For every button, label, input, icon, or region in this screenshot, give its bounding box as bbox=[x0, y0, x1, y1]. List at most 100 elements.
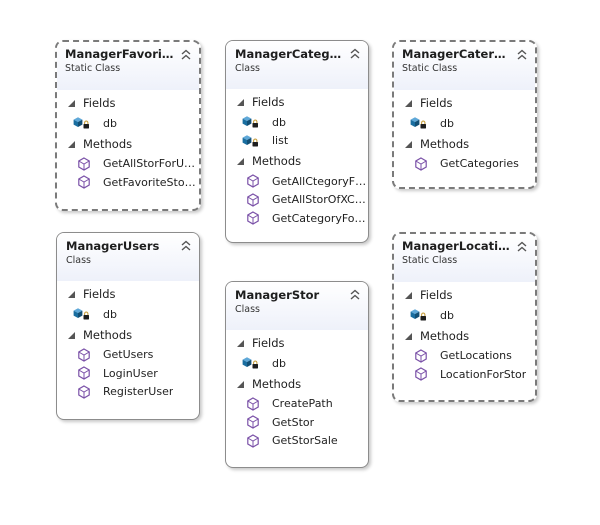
class-header[interactable]: ManagerFavorit… Static Class bbox=[57, 42, 199, 90]
expand-triangle-icon[interactable] bbox=[402, 331, 416, 341]
collapse-chevron-icon[interactable] bbox=[349, 287, 361, 301]
class-header[interactable]: ManagerLocatio…Static Class bbox=[394, 234, 535, 282]
collapse-chevron-icon[interactable] bbox=[180, 238, 192, 252]
method-name: GetCategoryFo… bbox=[272, 211, 366, 225]
class-stereotype: Static Class bbox=[402, 63, 458, 74]
method-name: CreatePath bbox=[272, 397, 333, 411]
method-cube-icon bbox=[77, 366, 91, 380]
private-field-icon bbox=[73, 307, 93, 321]
expand-triangle-icon[interactable] bbox=[402, 290, 416, 300]
class-stereotype: Class bbox=[235, 304, 260, 315]
methods-label: Methods bbox=[252, 376, 302, 391]
expand-triangle-icon[interactable] bbox=[65, 98, 79, 108]
method-name: GetStorSale bbox=[272, 434, 338, 448]
expand-triangle-icon[interactable] bbox=[234, 338, 248, 348]
field-name: list bbox=[272, 134, 289, 148]
expand-triangle-icon[interactable] bbox=[402, 98, 416, 108]
fields-section-header[interactable]: Fields bbox=[226, 91, 368, 113]
method-item[interactable]: GetUsers bbox=[57, 346, 199, 365]
method-item[interactable]: GetFavoriteStor… bbox=[57, 173, 199, 192]
class-name: ManagerUsers bbox=[66, 239, 160, 253]
method-cube-icon bbox=[246, 434, 260, 448]
methods-section-header[interactable]: Methods bbox=[394, 133, 535, 155]
method-item[interactable]: CreatePath bbox=[226, 395, 368, 414]
method-name: RegisterUser bbox=[103, 385, 174, 399]
methods-section-header[interactable]: Methods bbox=[57, 324, 199, 346]
collapse-chevron-icon[interactable] bbox=[180, 47, 192, 61]
method-cube-icon bbox=[246, 211, 260, 225]
fields-label: Fields bbox=[420, 96, 453, 110]
methods-section-header[interactable]: Methods bbox=[57, 133, 199, 155]
field-item[interactable]: db bbox=[394, 306, 535, 325]
methods-section-header[interactable]: Methods bbox=[226, 150, 368, 172]
class-stereotype: Static Class bbox=[65, 63, 121, 74]
expand-triangle-icon[interactable] bbox=[65, 330, 79, 340]
fields-section-header[interactable]: Fields bbox=[394, 92, 535, 114]
method-item[interactable]: GetLocations bbox=[394, 347, 535, 366]
field-item[interactable]: db bbox=[226, 354, 368, 373]
field-item[interactable]: db bbox=[57, 305, 199, 324]
method-item[interactable]: GetStorSale bbox=[226, 432, 368, 451]
method-name: GetAllStorOfXC… bbox=[272, 193, 366, 207]
collapse-chevron-icon[interactable] bbox=[349, 46, 361, 60]
methods-section-header[interactable]: Methods bbox=[394, 325, 535, 347]
field-name: db bbox=[440, 116, 454, 130]
fields-label: Fields bbox=[83, 96, 116, 110]
fields-section-header[interactable]: Fields bbox=[57, 283, 199, 305]
class-name: ManagerFavorit… bbox=[65, 47, 175, 61]
expand-triangle-icon[interactable] bbox=[234, 156, 248, 166]
class-header[interactable]: ManagerCatego…Class bbox=[226, 41, 368, 89]
expand-triangle-icon[interactable] bbox=[402, 139, 416, 149]
methods-label: Methods bbox=[83, 327, 133, 342]
class-name: ManagerStor bbox=[235, 288, 320, 302]
method-name: GetFavoriteStor… bbox=[103, 175, 199, 189]
method-item[interactable]: RegisterUser bbox=[57, 383, 199, 402]
fields-label: Fields bbox=[252, 95, 285, 109]
method-item[interactable]: LoginUser bbox=[57, 364, 199, 383]
method-item[interactable]: GetCategoryFo… bbox=[226, 209, 368, 228]
fields-section-header[interactable]: Fields bbox=[57, 92, 199, 114]
method-name: LocationForStor bbox=[440, 367, 527, 381]
method-item[interactable]: LocationForStor bbox=[394, 365, 535, 384]
method-item[interactable]: GetCategories bbox=[394, 155, 535, 174]
method-name: LoginUser bbox=[103, 366, 158, 380]
method-cube-icon bbox=[246, 193, 260, 207]
method-item[interactable]: GetAllCtegoryF… bbox=[226, 172, 368, 191]
method-item[interactable]: GetStor bbox=[226, 413, 368, 432]
method-cube-icon bbox=[77, 385, 91, 399]
private-field-icon bbox=[242, 115, 262, 129]
methods-section-header[interactable]: Methods bbox=[226, 373, 368, 395]
field-item[interactable]: db bbox=[394, 114, 535, 133]
expand-triangle-icon[interactable] bbox=[234, 97, 248, 107]
method-name: GetStor bbox=[272, 415, 315, 429]
class-name: ManagerCaterory bbox=[402, 47, 511, 61]
private-field-icon bbox=[73, 116, 93, 130]
collapse-chevron-icon[interactable] bbox=[516, 47, 528, 61]
expand-triangle-icon[interactable] bbox=[65, 139, 79, 149]
fields-section-header[interactable]: Fields bbox=[226, 332, 368, 354]
fields-section-header[interactable]: Fields bbox=[394, 284, 535, 306]
method-cube-icon bbox=[414, 157, 428, 171]
expand-triangle-icon[interactable] bbox=[65, 289, 79, 299]
private-field-icon bbox=[410, 116, 430, 130]
expand-triangle-icon[interactable] bbox=[234, 379, 248, 389]
field-item[interactable]: db bbox=[57, 114, 199, 133]
field-name: db bbox=[103, 307, 117, 321]
method-cube-icon bbox=[414, 367, 428, 381]
class-name: ManagerLocatio… bbox=[402, 239, 511, 253]
collapse-chevron-icon[interactable] bbox=[516, 239, 528, 253]
method-item[interactable]: GetAllStorOfXC… bbox=[226, 191, 368, 210]
field-item[interactable]: list bbox=[226, 132, 368, 151]
method-item[interactable]: GetAllStorForU… bbox=[57, 155, 199, 174]
field-item[interactable]: db bbox=[226, 113, 368, 132]
